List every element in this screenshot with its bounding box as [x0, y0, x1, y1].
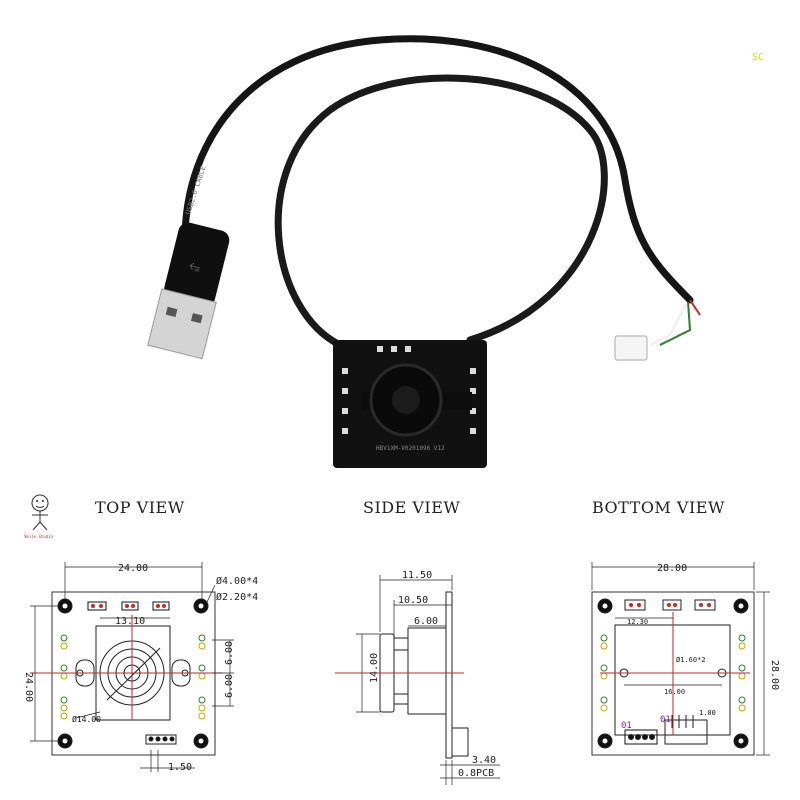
watermark-text: SC: [752, 52, 765, 63]
pcb-print: HBV1XM-V0201096 V12: [376, 445, 445, 452]
top-dim-right-b: 6.00: [224, 674, 235, 698]
bottom-dim-hole-span: 16.00: [664, 688, 685, 696]
top-dim-width: 24.00: [118, 563, 148, 574]
bottom-dim-pitch: 1.00: [699, 709, 716, 717]
bottom-view-drawing: [591, 562, 770, 756]
top-dim-lens-width: 13.10: [115, 616, 145, 627]
side-dim-connector: 3.40: [472, 755, 496, 766]
side-dim-holder: 6.00: [414, 616, 438, 627]
top-view-title: TOP VIEW: [95, 498, 185, 517]
top-dim-pin-pitch: 1.50: [168, 762, 192, 773]
side-dim-height: 14.00: [369, 653, 380, 683]
camera-board: HBV1XM-V0201096 V12: [333, 340, 487, 468]
svg-text:⭂: ⭂: [188, 257, 203, 275]
bottom-dim-width: 28.00: [657, 563, 687, 574]
bottom-dim-inner: 12.30: [627, 618, 648, 626]
top-view-drawing: [30, 562, 234, 772]
bottom-dim-height: 28.00: [769, 660, 780, 690]
bottom-marker-a: 01: [621, 721, 632, 731]
bottom-dim-hole: Ø1.60*2: [676, 656, 706, 664]
usb-plug: ⭂: [147, 222, 230, 360]
top-dim-hole-large: Ø4.00*4: [216, 575, 258, 587]
logo-caption: Smile Studio: [24, 534, 53, 539]
side-view-drawing: [335, 575, 500, 785]
technical-drawings: Smile Studio: [23, 494, 780, 785]
top-dim-height: 24.00: [23, 672, 34, 702]
side-view-title: SIDE VIEW: [363, 498, 461, 517]
smiley-logo: Smile Studio: [24, 494, 53, 539]
jst-connector: [614, 335, 648, 361]
product-photo: USB2.0 CABLE ⭂ HBV1XM-V0201096 V12: [147, 35, 701, 468]
bottom-marker-b: 01: [660, 715, 671, 725]
camera-cable: [274, 74, 608, 349]
top-dim-hole-small: Ø2.20*4: [216, 591, 258, 603]
bottom-view-title: BOTTOM VIEW: [592, 498, 725, 517]
side-dim-total: 11.50: [402, 570, 432, 581]
side-dim-barrel: 10.50: [398, 595, 428, 606]
side-dim-pcb: 0.8PCB: [458, 768, 494, 779]
top-dim-lens-dia: Ø14.00: [72, 714, 101, 724]
usb-cable: [181, 35, 694, 304]
top-dim-right-a: 6.00: [224, 641, 235, 665]
